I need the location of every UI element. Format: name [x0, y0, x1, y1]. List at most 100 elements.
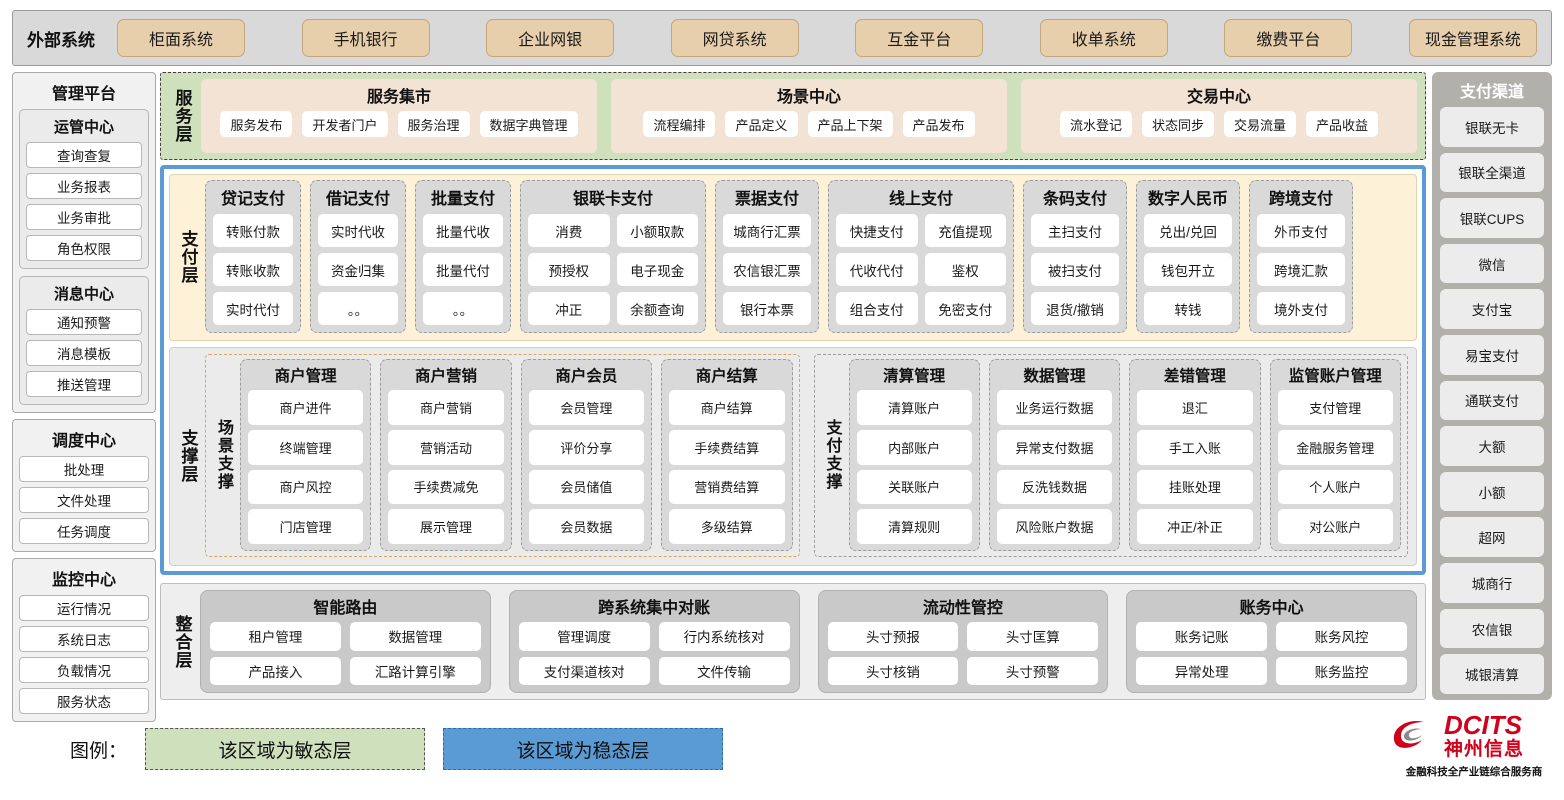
menu-item[interactable]: 角色权限 — [26, 235, 142, 261]
payment-channel-item[interactable]: 银联全渠道 — [1440, 152, 1544, 193]
support-item[interactable]: 关联账户 — [856, 469, 972, 505]
integration-item[interactable]: 文件传输 — [658, 656, 790, 685]
support-item[interactable]: 对公账户 — [1277, 509, 1393, 544]
payment-channel-item[interactable]: 超网 — [1440, 517, 1544, 558]
payment-item[interactable]: 实时代付 — [213, 292, 293, 325]
service-item[interactable]: 产品定义 — [725, 111, 798, 137]
menu-item[interactable]: 服务状态 — [19, 688, 149, 714]
support-item[interactable]: 挂账处理 — [1137, 469, 1253, 505]
support-item[interactable]: 业务运行数据 — [996, 390, 1113, 425]
payment-item[interactable]: 被扫支付 — [1031, 253, 1119, 286]
support-item[interactable]: 手续费结算 — [669, 429, 785, 465]
payment-channel-item[interactable]: 银联无卡 — [1440, 107, 1544, 147]
payment-item[interactable]: 代收代付 — [836, 253, 918, 286]
integration-item[interactable]: 行内系统核对 — [658, 622, 790, 651]
service-item[interactable]: 流程编排 — [643, 111, 716, 137]
payment-item[interactable]: 境外支付 — [1257, 292, 1345, 325]
menu-item[interactable]: 查询查复 — [26, 142, 142, 168]
support-item[interactable]: 清算规则 — [856, 509, 972, 544]
support-item[interactable]: 会员储值 — [528, 469, 645, 505]
service-item[interactable]: 产品发布 — [902, 111, 975, 137]
service-item[interactable]: 数据字典管理 — [479, 111, 578, 137]
payment-item[interactable]: 跨境汇款 — [1257, 253, 1345, 286]
payment-channel-item[interactable]: 支付宝 — [1440, 289, 1544, 330]
support-item[interactable]: 商户营销 — [388, 390, 504, 425]
support-item[interactable]: 反洗钱数据 — [996, 469, 1113, 505]
payment-item[interactable]: 小额取款 — [616, 214, 698, 247]
service-item[interactable]: 流水登记 — [1059, 111, 1132, 137]
external-system-item[interactable]: 收单系统 — [1039, 19, 1168, 57]
support-item[interactable]: 异常支付数据 — [996, 429, 1113, 465]
integration-item[interactable]: 租户管理 — [210, 622, 341, 651]
payment-item[interactable]: 冲正 — [528, 292, 610, 325]
payment-item[interactable]: 退货/撤销 — [1031, 292, 1119, 325]
integration-item[interactable]: 账务风控 — [1276, 622, 1407, 651]
payment-item[interactable]: 外币支付 — [1257, 214, 1345, 247]
integration-item[interactable]: 头寸匡算 — [967, 622, 1099, 651]
support-item[interactable]: 商户结算 — [669, 390, 785, 425]
menu-item[interactable]: 消息模板 — [26, 340, 142, 366]
payment-channel-item[interactable]: 农信银 — [1440, 608, 1544, 649]
payment-item[interactable]: 。。 — [423, 292, 503, 325]
payment-item[interactable]: 。。 — [318, 292, 398, 325]
support-item[interactable]: 会员管理 — [528, 390, 645, 425]
payment-item[interactable]: 兑出/兑回 — [1144, 214, 1232, 247]
payment-item[interactable]: 银行本票 — [723, 292, 811, 325]
support-item[interactable]: 营销活动 — [388, 429, 504, 465]
integration-item[interactable]: 异常处理 — [1136, 656, 1268, 685]
payment-item[interactable]: 农信银汇票 — [723, 253, 811, 286]
support-item[interactable]: 商户风控 — [248, 469, 364, 505]
payment-item[interactable]: 主扫支付 — [1031, 214, 1119, 247]
support-item[interactable]: 金融服务管理 — [1277, 429, 1393, 465]
external-system-item[interactable]: 手机银行 — [301, 19, 430, 57]
menu-item[interactable]: 业务报表 — [26, 173, 142, 199]
support-item[interactable]: 个人账户 — [1277, 469, 1393, 505]
payment-channel-item[interactable]: 城商行 — [1440, 563, 1544, 603]
service-item[interactable]: 产品收益 — [1306, 111, 1379, 137]
payment-item[interactable]: 消费 — [528, 214, 610, 247]
menu-item[interactable]: 文件处理 — [19, 487, 149, 513]
payment-channel-item[interactable]: 大额 — [1440, 426, 1544, 466]
menu-item[interactable]: 负载情况 — [19, 657, 149, 683]
support-item[interactable]: 清算账户 — [856, 390, 972, 425]
payment-item[interactable]: 钱包开立 — [1144, 253, 1232, 286]
external-system-item[interactable]: 柜面系统 — [117, 19, 245, 57]
support-item[interactable]: 退汇 — [1137, 390, 1253, 425]
menu-item[interactable]: 系统日志 — [19, 626, 149, 652]
integration-item[interactable]: 账务监控 — [1276, 656, 1407, 685]
support-item[interactable]: 营销费结算 — [669, 469, 785, 505]
service-item[interactable]: 开发者门户 — [302, 111, 388, 137]
payment-item[interactable]: 城商行汇票 — [723, 214, 811, 247]
service-item[interactable]: 状态同步 — [1141, 111, 1214, 137]
payment-item[interactable]: 免密支付 — [924, 292, 1006, 325]
payment-item[interactable]: 批量代收 — [423, 214, 503, 247]
external-system-item[interactable]: 现金管理系统 — [1408, 19, 1537, 57]
payment-item[interactable]: 转钱 — [1144, 292, 1232, 325]
external-system-item[interactable]: 网贷系统 — [670, 19, 799, 57]
service-item[interactable]: 服务治理 — [397, 111, 470, 137]
support-item[interactable]: 支付管理 — [1277, 390, 1393, 425]
support-item[interactable]: 门店管理 — [248, 509, 364, 544]
support-item[interactable]: 内部账户 — [856, 429, 972, 465]
integration-item[interactable]: 头寸预警 — [967, 656, 1099, 685]
support-item[interactable]: 展示管理 — [388, 509, 504, 544]
payment-item[interactable]: 快捷支付 — [836, 214, 918, 247]
payment-item[interactable]: 批量代付 — [423, 253, 503, 286]
integration-item[interactable]: 支付渠道核对 — [518, 656, 650, 685]
menu-item[interactable]: 通知预警 — [26, 309, 142, 335]
payment-item[interactable]: 实时代收 — [318, 214, 398, 247]
external-system-item[interactable]: 缴费平台 — [1224, 19, 1353, 57]
service-item[interactable]: 产品上下架 — [807, 111, 893, 137]
payment-channel-item[interactable]: 微信 — [1440, 243, 1544, 284]
service-item[interactable]: 交易流量 — [1224, 111, 1297, 137]
payment-channel-item[interactable]: 通联支付 — [1440, 380, 1544, 421]
payment-item[interactable]: 鉴权 — [924, 253, 1006, 286]
integration-item[interactable]: 头寸预报 — [827, 622, 959, 651]
payment-channel-item[interactable]: 城银清算 — [1440, 654, 1544, 694]
integration-item[interactable]: 产品接入 — [210, 656, 341, 685]
integration-item[interactable]: 账务记账 — [1136, 622, 1268, 651]
support-item[interactable]: 手工入账 — [1137, 429, 1253, 465]
support-item[interactable]: 商户进件 — [248, 390, 364, 425]
payment-item[interactable]: 预授权 — [528, 253, 610, 286]
payment-channel-item[interactable]: 小额 — [1440, 471, 1544, 512]
